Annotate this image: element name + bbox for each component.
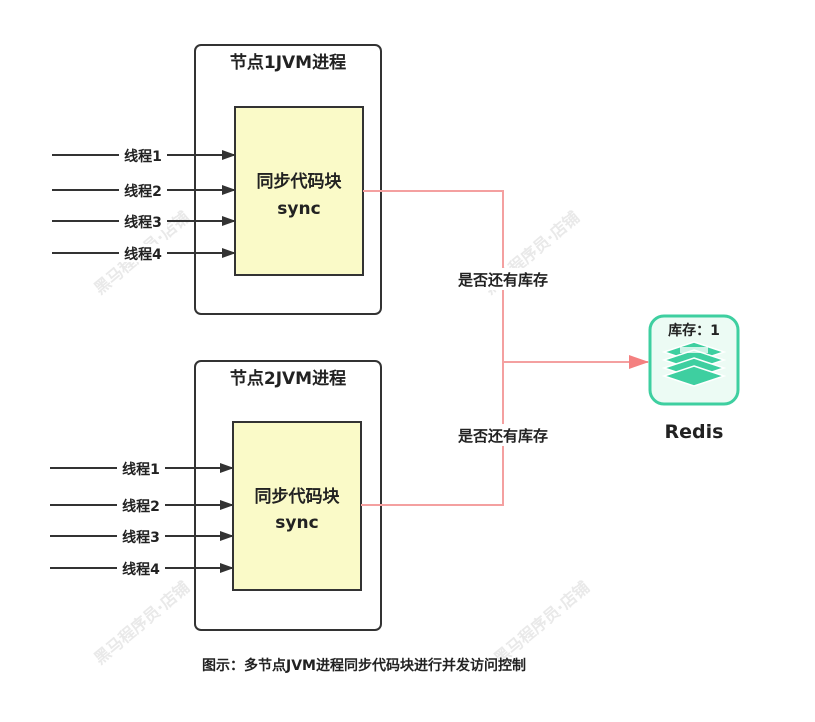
jvm-node-1: 节点1JVM进程 同步代码块 sync 线程1 线程2 线程3 线程4 <box>52 44 382 315</box>
thread-label: 线程4 <box>124 246 162 263</box>
sync-block-keyword: sync <box>275 513 318 533</box>
sync-block-title: 同步代码块 <box>255 486 341 507</box>
connector-node2 <box>361 362 504 506</box>
edge-label-bottom: 是否还有库存 <box>457 427 548 445</box>
thread-label: 线程1 <box>122 461 160 478</box>
sync-block <box>232 421 362 591</box>
thread-label: 线程4 <box>122 561 160 578</box>
thread-label: 线程3 <box>124 214 162 231</box>
node-title: 节点2JVM进程 <box>230 368 346 389</box>
figure-caption: 图示：多节点JVM进程同步代码块进行并发访问控制 <box>202 657 526 674</box>
thread-label: 线程1 <box>124 148 162 165</box>
connector-node1 <box>363 190 504 362</box>
connector-group: 是否还有库存 是否还有库存 <box>361 190 649 506</box>
sync-block-title: 同步代码块 <box>257 171 343 192</box>
redis-name: Redis <box>665 421 724 443</box>
redis-stack-icon <box>661 341 727 387</box>
thread-label: 线程2 <box>122 498 160 515</box>
watermark: 黑马程序员·店铺 <box>490 578 593 668</box>
sync-block-keyword: sync <box>277 199 320 219</box>
redis-stock-label: 库存：1 <box>668 322 720 339</box>
edge-label-top: 是否还有库存 <box>457 271 548 289</box>
redis-node: 库存：1 Redis <box>648 314 740 443</box>
thread-label: 线程3 <box>122 529 160 546</box>
jvm-node-2: 节点2JVM进程 同步代码块 sync 线程1 线程2 线程3 线程4 <box>50 360 382 631</box>
node-title: 节点1JVM进程 <box>230 52 346 73</box>
thread-label: 线程2 <box>124 183 162 200</box>
watermark: 黑马程序员·店铺 <box>90 578 193 668</box>
